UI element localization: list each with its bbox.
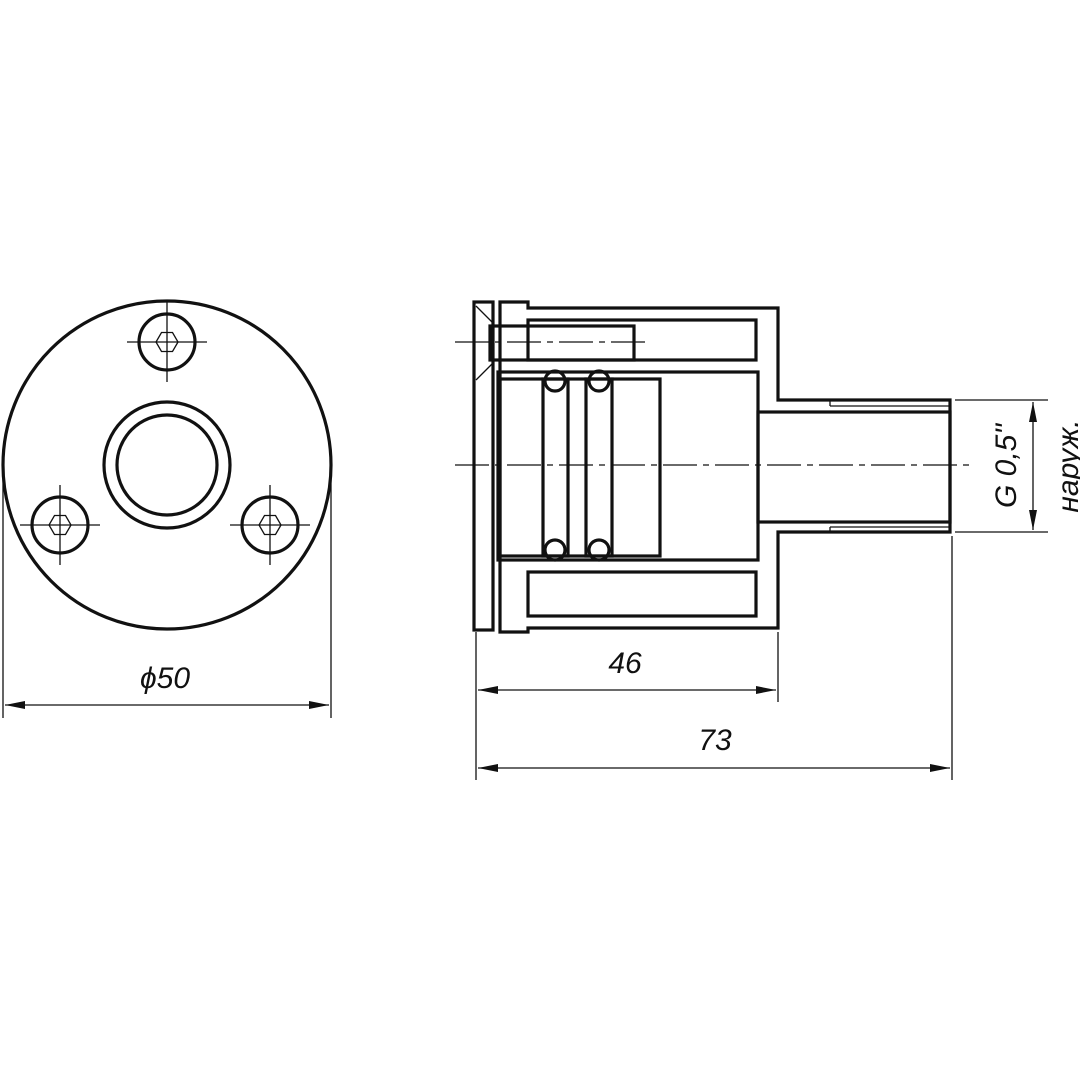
bolt-hole-top — [127, 302, 207, 382]
nozzle-bore — [756, 410, 952, 524]
inner-cavity — [496, 370, 760, 562]
length-dimension-73: 73 — [478, 536, 953, 780]
housing-body — [498, 300, 952, 634]
bolt-hole-left — [20, 485, 100, 565]
o-rings — [543, 369, 611, 562]
length-dimension-46: 46 — [475, 632, 779, 780]
lower-pocket — [526, 570, 758, 618]
o-ring — [587, 538, 611, 562]
bolt-hole-right — [230, 485, 310, 565]
oring-groove-1 — [541, 377, 570, 558]
section-view: G 0,5" наруж. 46 73 — [455, 300, 1080, 780]
thread-note: наруж. — [1052, 419, 1080, 512]
diameter-label: ϕ50 — [140, 662, 190, 695]
front-view: ϕ50 — [1, 299, 333, 718]
bore-inner — [115, 413, 219, 517]
insert-bushing — [498, 377, 662, 558]
thread-dimension: G 0,5" наруж. — [955, 399, 1080, 533]
o-ring — [543, 369, 567, 393]
flange-plate — [472, 300, 495, 632]
oring-groove-2 — [584, 377, 614, 558]
bore-outer — [102, 400, 232, 530]
upper-pocket — [526, 318, 758, 362]
length-46-label: 46 — [608, 647, 642, 680]
o-ring — [543, 538, 567, 562]
pin — [488, 324, 636, 362]
o-ring — [587, 369, 611, 393]
length-73-label: 73 — [698, 724, 732, 757]
thread-label: G 0,5" — [990, 423, 1023, 508]
flange-outline — [1, 299, 333, 631]
diameter-dimension: ϕ50 — [2, 470, 332, 718]
